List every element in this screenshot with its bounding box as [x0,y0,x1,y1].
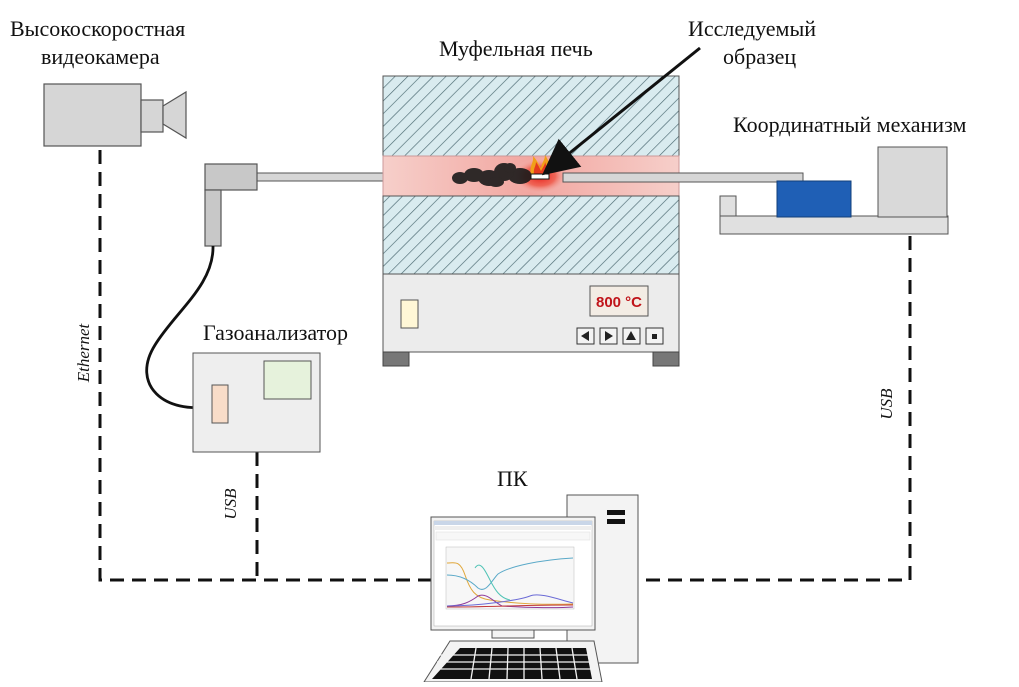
furnace-temperature-text: 800 °C [596,294,642,311]
blue-carriage [776,180,852,218]
usb-coord-line [640,236,912,582]
pc-label: ПК [497,466,528,491]
sample-label-line1: Исследуемый [688,16,817,41]
coordinate-mechanism-label: Координатный механизм [733,112,967,137]
temperature-display [589,285,649,317]
camera-label-line1: Высокоскоростная [10,16,186,41]
furnace-label: Муфельная печь [439,36,593,61]
camera [43,83,187,147]
gas-probe [145,163,446,409]
sample-pointer-arrow [541,46,701,176]
keyboard-keys [435,647,591,680]
gas-analyzer-label: Газоанализатор [203,320,348,345]
smoke [452,163,532,187]
ethernet-line [98,150,440,582]
usb-coord-label: USB [877,388,896,420]
ethernet-label: Ethernet [74,323,93,383]
usb-gas-label: USB [221,488,240,520]
camera-label-line2: видеокамера [41,44,160,69]
muffle-furnace [382,75,680,367]
screen-chart [446,557,574,609]
gas-analyzer [192,352,321,453]
furnace-control-buttons [576,327,664,345]
sample-in-furnace [452,46,701,194]
coordinate-mechanism [562,146,949,235]
connection-lines [98,150,912,582]
pc [423,494,639,683]
sample-label-line2: образец [723,44,797,69]
